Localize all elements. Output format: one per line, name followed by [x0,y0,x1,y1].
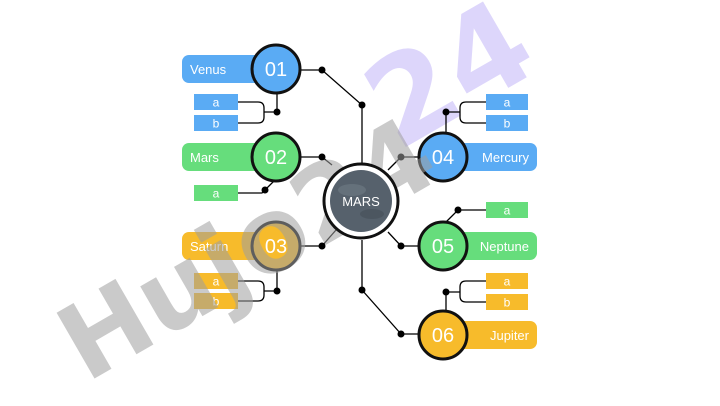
watermark-left-text: Hujo24 [38,93,457,405]
node-02-number: 02 [265,147,287,169]
label-mars: Mars [190,150,219,165]
dot [318,153,326,161]
sub-saturn-a-text: a [213,275,220,289]
node-03-number: 03 [265,236,287,258]
pill-neptune [447,232,537,260]
node-01-circle [250,43,302,95]
center-texture [360,209,384,219]
sub-jupiter-b-text: b [504,296,511,310]
node-05-number: 05 [432,236,454,258]
pill-mercury [447,143,537,171]
bracket-venus [238,92,278,124]
sub-boxes: a b a a b a b a a b [194,94,528,310]
node-02-circle [250,131,302,183]
watermark-left: Hujo24 [38,93,457,405]
dot [318,242,326,250]
pill-saturn [182,232,272,260]
label-jupiter: Jupiter [490,328,530,343]
dot [358,286,366,294]
label-pills: Venus Mars Saturn Mercury Neptune Jupite… [182,55,537,349]
sub-mercury-a-text: a [504,96,511,110]
label-saturn: Saturn [190,239,228,254]
sub-venus-b-text: b [213,117,220,131]
node-04-circle [417,131,469,183]
sub-mercury-b-text: b [504,117,511,131]
dot [358,101,366,109]
dot [273,287,281,295]
bracket-jupiter [445,280,486,312]
dot [397,330,405,338]
node-06-circle [417,309,469,361]
connector-venus [299,69,363,170]
node-04-number: 04 [432,147,454,169]
sub-mars-a-text: a [213,187,220,201]
pill-venus [182,55,272,83]
sub-mercury-b [486,115,528,131]
sub-mars-a [194,185,238,201]
dot [397,153,405,161]
bracket-neptune [445,209,486,223]
sub-venus-b [194,115,238,131]
bracket-mars [238,177,278,194]
sub-jupiter-a-text: a [504,275,511,289]
node-05-circle [417,220,469,272]
node-01-number: 01 [265,59,287,81]
dot [442,288,450,296]
node-06-number: 06 [432,325,454,347]
number-circles [250,43,469,361]
sub-venus-a [194,94,238,110]
label-neptune: Neptune [480,239,529,254]
number-texts: 01 02 03 04 05 06 [265,59,454,347]
sub-saturn-b-text: b [213,295,220,309]
connector-jupiter [361,240,418,335]
label-mercury: Mercury [482,150,529,165]
center-texture [338,184,366,196]
sub-jupiter-b [486,294,528,310]
dot [273,108,281,116]
dot [454,206,462,214]
dot [318,66,326,74]
pill-jupiter [447,321,537,349]
center-node: MARS [322,162,400,240]
sub-neptune-a-text: a [504,204,511,218]
label-venus: Venus [190,62,227,77]
sub-mercury-a [486,94,528,110]
dot [261,186,269,194]
dot [397,242,405,250]
sub-saturn-b [194,293,238,309]
dot [442,108,450,116]
connector-dots [261,66,462,338]
sub-neptune-a [486,202,528,218]
sub-saturn-a [194,273,238,289]
pill-mars [182,143,272,171]
sub-venus-a-text: a [213,96,220,110]
sub-jupiter-a [486,273,528,289]
node-03-circle [250,220,302,272]
center-label: MARS [342,194,380,209]
